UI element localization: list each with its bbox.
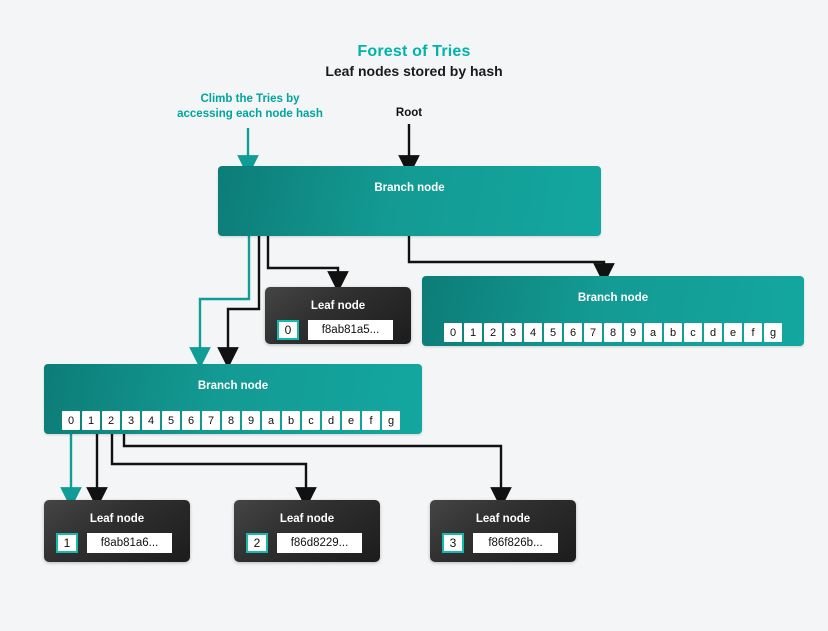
branch-cell-0[interactable]: 0 <box>444 323 462 342</box>
branch-cell-3[interactable]: 3 <box>122 411 140 430</box>
branch-cell-2[interactable]: 2 <box>102 411 120 430</box>
branch-cell-6[interactable]: 6 <box>564 323 582 342</box>
annotation-climb-line1: Climb the Tries by <box>200 93 300 105</box>
leaf-node-1-row: 1 f8ab81a6... <box>56 533 172 553</box>
arrow-root-cell0-to-branch-left <box>217 222 261 369</box>
branch-cell-d[interactable]: d <box>704 323 722 342</box>
branch-cell-7[interactable]: 7 <box>202 411 220 430</box>
leaf-node-2-label: Leaf node <box>279 513 335 525</box>
branch-cell-2[interactable]: 2 <box>484 323 502 342</box>
leaf-node-1-index: 1 <box>56 533 78 553</box>
annotation-root: Root <box>379 106 439 121</box>
leaf-node-3-index: 3 <box>442 533 464 553</box>
annotation-root-label: Root <box>395 107 423 119</box>
leaf-node-2[interactable]: Leaf node 2 f86d8229... <box>234 500 380 562</box>
branch-node-right-label: Branch node <box>577 292 649 304</box>
branch-cell-b[interactable]: b <box>282 411 300 430</box>
branch-cell-1[interactable]: 1 <box>82 411 100 430</box>
branch-cell-f[interactable]: f <box>744 323 762 342</box>
branch-cell-8[interactable]: 8 <box>604 323 622 342</box>
leaf-node-2-row: 2 f86d8229... <box>246 533 362 553</box>
branch-cell-e[interactable]: e <box>342 411 360 430</box>
branch-cell-g[interactable]: g <box>382 411 400 430</box>
leaf-node-1-label: Leaf node <box>89 513 145 525</box>
branch-cell-a[interactable]: a <box>262 411 280 430</box>
branch-cell-8[interactable]: 8 <box>222 411 240 430</box>
branch-cell-4[interactable]: 4 <box>524 323 542 342</box>
branch-cell-9[interactable]: 9 <box>242 411 260 430</box>
branch-cell-3[interactable]: 3 <box>504 323 522 342</box>
leaf-node-1[interactable]: Leaf node 1 f8ab81a6... <box>44 500 190 562</box>
page-subtitle: Leaf nodes stored by hash <box>325 63 503 79</box>
branch-cell-f[interactable]: f <box>362 411 380 430</box>
branch-cell-d[interactable]: d <box>322 411 340 430</box>
page-title: Forest of Tries <box>357 43 471 60</box>
branch-cell-5[interactable]: 5 <box>544 323 562 342</box>
branch-cell-b[interactable]: b <box>664 323 682 342</box>
branch-node-left-label: Branch node <box>197 380 269 392</box>
branch-cell-c[interactable]: c <box>302 411 320 430</box>
branch-cell-g[interactable]: g <box>764 323 782 342</box>
leaf-node-3[interactable]: Leaf node 3 f86f826b... <box>430 500 576 562</box>
branch-cell-5[interactable]: 5 <box>162 411 180 430</box>
branch-node-root-label: Branch node <box>374 182 445 194</box>
leaf-node-0-hash: f8ab81a5... <box>308 320 393 340</box>
leaf-node-1-hash: f8ab81a6... <box>87 533 172 553</box>
branch-cell-0[interactable]: 0 <box>62 411 80 430</box>
leaf-node-3-hash: f86f826b... <box>473 533 558 553</box>
leaf-node-3-label: Leaf node <box>475 513 531 525</box>
annotation-climb-line2: accessing each node hash <box>177 108 323 120</box>
leaf-node-0[interactable]: Leaf node 0 f8ab81a5... <box>265 287 411 344</box>
arrow-root-cell0-teal-to-branch-left <box>189 222 251 369</box>
branch-cell-7[interactable]: 7 <box>584 323 602 342</box>
arrow-branchleft-cell2-to-leaf2 <box>110 430 317 509</box>
annotation-climb-the-tries: Climb the Tries by accessing each node h… <box>160 92 340 122</box>
branch-cell-4[interactable]: 4 <box>142 411 160 430</box>
leaf-node-0-row: 0 f8ab81a5... <box>277 320 393 340</box>
leaf-node-0-label: Leaf node <box>310 300 366 312</box>
branch-cell-c[interactable]: c <box>684 323 702 342</box>
branch-cell-9[interactable]: 9 <box>624 323 642 342</box>
leaf-node-3-row: 3 f86f826b... <box>442 533 558 553</box>
branch-cell-e[interactable]: e <box>724 323 742 342</box>
branch-cell-1[interactable]: 1 <box>464 323 482 342</box>
leaf-node-0-index: 0 <box>277 320 299 340</box>
branch-cell-6[interactable]: 6 <box>182 411 200 430</box>
leaf-node-2-hash: f86d8229... <box>277 533 362 553</box>
branch-cell-a[interactable]: a <box>644 323 662 342</box>
arrow-branchleft-cell3-to-leaf3 <box>122 430 512 509</box>
leaf-node-2-index: 2 <box>246 533 268 553</box>
